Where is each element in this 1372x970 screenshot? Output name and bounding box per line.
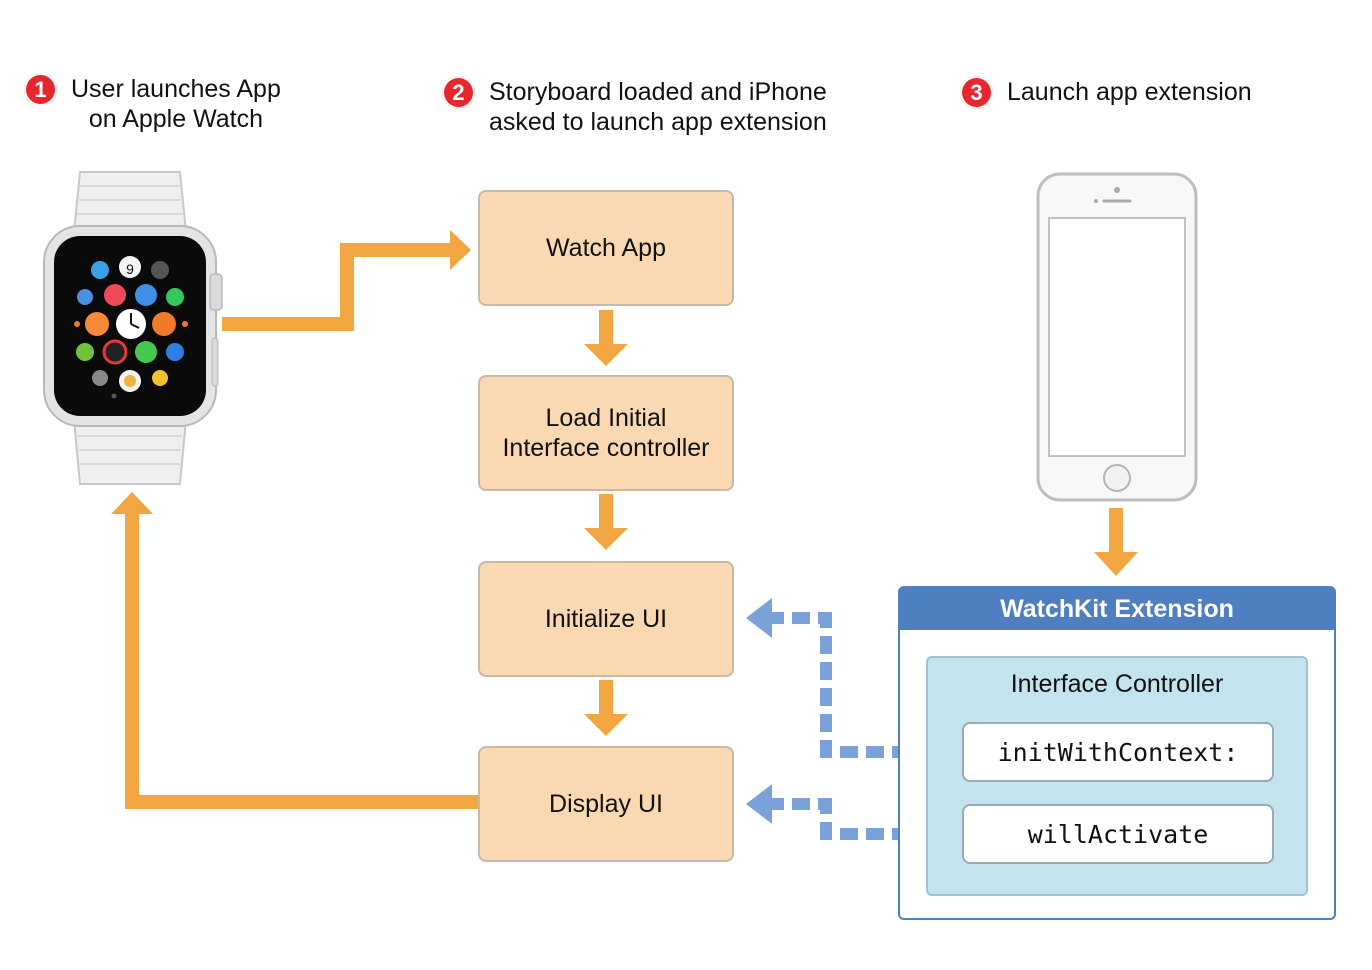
load-initial-box: Load Initial Interface controller (478, 375, 734, 491)
step-2-badge: 2 (442, 76, 475, 109)
step-1-label: User launches App on Apple Watch (71, 75, 281, 133)
arrowhead-1 (584, 344, 628, 366)
step-3: 3 Launch app extension (960, 76, 1252, 109)
watchkit-extension-title: WatchKit Extension (900, 588, 1334, 630)
dashed-arrowhead-init (746, 598, 772, 638)
arrow-shaft-3 (599, 680, 613, 716)
step-1-badge: 1 (24, 73, 57, 106)
arrowhead-3 (584, 714, 628, 736)
initialize-ui-box: Initialize UI (478, 561, 734, 677)
arrow-watch-to-watch-app (222, 243, 452, 331)
arrow-display-to-watch (125, 512, 478, 809)
iphone-icon (1036, 172, 1198, 502)
dashed-arrowhead-activate (746, 784, 772, 824)
watch-clock-hour: 9 (126, 261, 134, 277)
interface-controller-panel: Interface Controller initWithContext: wi… (926, 656, 1308, 896)
method-init-with-context: initWithContext: (962, 722, 1274, 782)
step-3-label: Launch app extension (1007, 78, 1252, 106)
interface-controller-title: Interface Controller (1010, 670, 1224, 698)
arrowhead-watch (111, 492, 153, 514)
step-3-badge: 3 (960, 76, 993, 109)
step-1: 1 User launches App on Apple Watch (24, 73, 281, 134)
arrowhead-watch-app (450, 230, 471, 270)
dashed-arrow-init (770, 612, 962, 758)
watch-app-box: Watch App (478, 190, 734, 306)
apple-watch-icon: 9 (43, 171, 223, 485)
method-will-activate: willActivate (962, 804, 1274, 864)
display-ui-box: Display UI (478, 746, 734, 862)
step-2-label: Storyboard loaded and iPhone asked to la… (489, 78, 827, 136)
step-2: 2 Storyboard loaded and iPhone asked to … (442, 76, 827, 137)
arrowhead-2 (584, 528, 628, 550)
dashed-arrow-activate (770, 798, 962, 840)
arrow-shaft-1 (599, 310, 613, 346)
arrowhead-iphone (1094, 552, 1138, 576)
arrow-shaft-2 (599, 494, 613, 530)
arrow-shaft-iphone (1109, 508, 1123, 554)
